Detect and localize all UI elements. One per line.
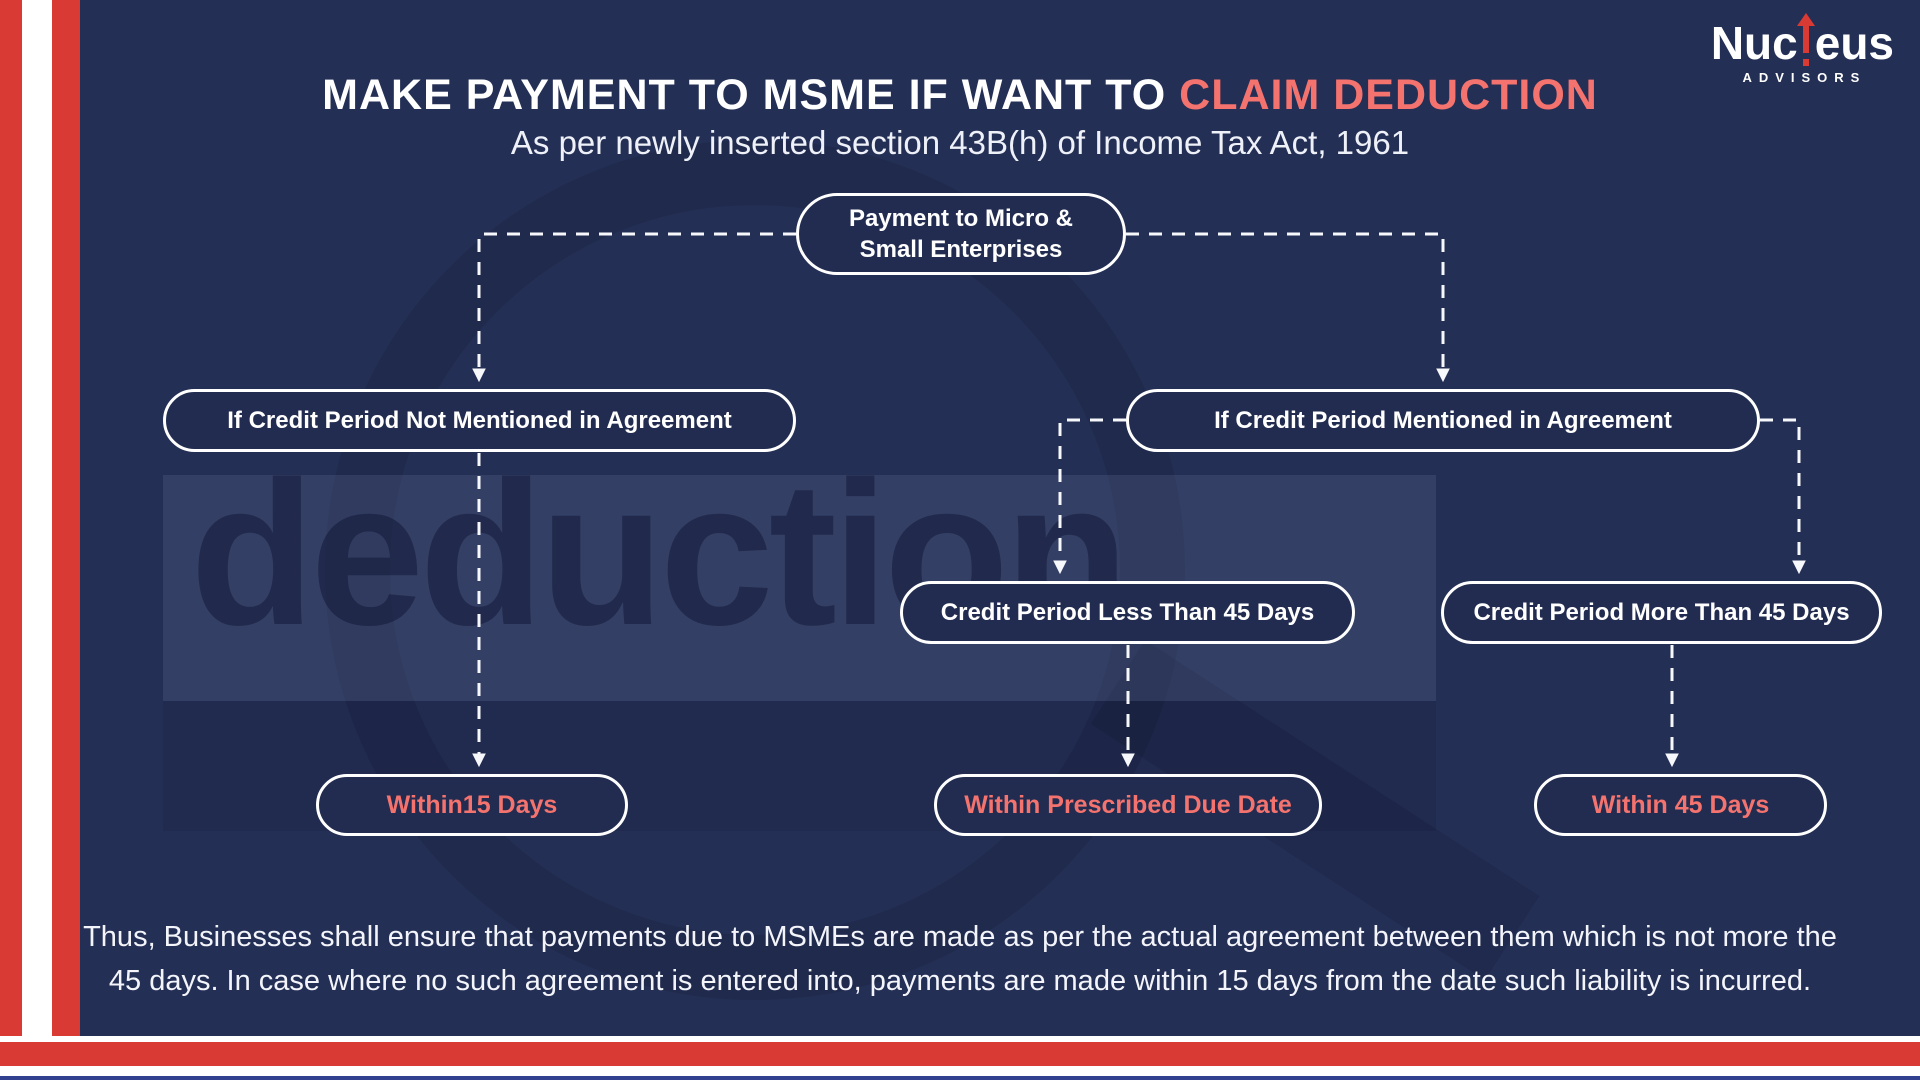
connector-root-to-right-branch — [1126, 232, 1450, 383]
flow-node-within-45-days: Within 45 Days — [1534, 774, 1827, 836]
subtitle: As per newly inserted section 43B(h) of … — [510, 124, 1410, 161]
bottom-white-line — [0, 1036, 1920, 1042]
flow-node-root: Payment to Micro & Small Enterprises — [796, 193, 1126, 275]
logo-tagline: ADVISORS — [1742, 70, 1867, 85]
bottom-blue-band — [0, 1076, 1920, 1080]
title-accent-part: CLAIM DEDUCTION — [1179, 70, 1598, 119]
logo-wordmark: Nuc eus — [1710, 13, 1894, 69]
left-red-stripe-outer — [0, 0, 22, 1080]
nucleus-logo: Nuc eus ADVISORS — [1710, 13, 1894, 85]
connector-right-branch-to-more45 — [1760, 418, 1806, 575]
logo-text-after: eus — [1814, 17, 1894, 69]
flow-node-credit-not-mentioned: If Credit Period Not Mentioned in Agreem… — [163, 389, 796, 452]
title-white-part: MAKE PAYMENT TO MSME IF WANT TO — [322, 70, 1180, 119]
flow-node-more-than-45: Credit Period More Than 45 Days — [1441, 581, 1882, 644]
logo-up-arrow-icon — [1797, 13, 1816, 66]
logo-text-before: Nuc — [1710, 17, 1798, 69]
flow-node-within-prescribed-due-date: Within Prescribed Due Date — [934, 774, 1322, 836]
bottom-white-band — [0, 1066, 1920, 1076]
left-white-stripe — [22, 0, 52, 1080]
left-red-stripe-inner — [52, 0, 80, 1080]
flow-node-less-than-45: Credit Period Less Than 45 Days — [900, 581, 1355, 644]
bottom-red-band — [0, 1042, 1920, 1066]
page-title: MAKE PAYMENT TO MSME IF WANT TO CLAIM DE… — [0, 71, 1920, 120]
flow-node-within-15-days: Within15 Days — [316, 774, 628, 836]
footer-note: Thus, Businesses shall ensure that payme… — [83, 921, 1837, 997]
flow-node-credit-mentioned: If Credit Period Mentioned in Agreement — [1126, 389, 1760, 452]
